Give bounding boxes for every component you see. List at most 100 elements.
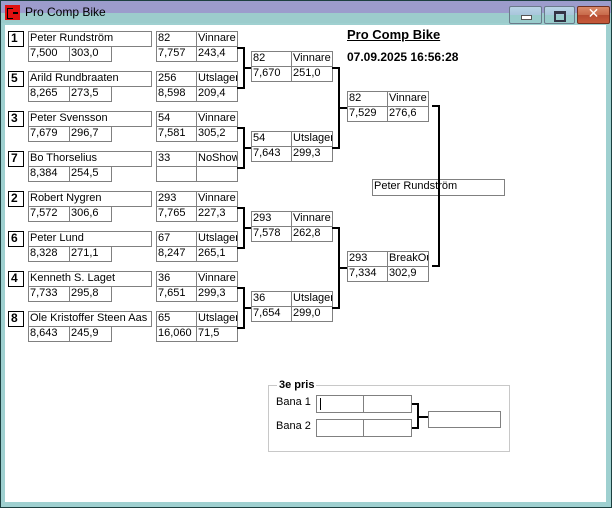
round2-label[interactable]: Vinnare xyxy=(291,211,333,227)
round3-number[interactable]: 293 xyxy=(347,251,388,267)
run-time[interactable]: 303,0 xyxy=(69,46,112,62)
result-reaction-time[interactable] xyxy=(156,166,197,182)
run-time[interactable]: 295,8 xyxy=(69,286,112,302)
result-label[interactable]: Vinnare xyxy=(196,191,238,207)
result-number[interactable]: 293 xyxy=(156,191,197,207)
result-number[interactable]: 256 xyxy=(156,71,197,87)
result-label[interactable]: Utslagen xyxy=(196,71,238,87)
result-label[interactable]: NoShow xyxy=(196,151,238,167)
minimize-button[interactable] xyxy=(509,6,542,24)
reaction-time[interactable]: 7,500 xyxy=(28,46,70,62)
seed-number: 5 xyxy=(8,71,24,87)
result-number[interactable]: 82 xyxy=(156,31,197,47)
reaction-time[interactable]: 7,679 xyxy=(28,126,70,142)
round3-reaction-time[interactable]: 7,334 xyxy=(347,266,388,282)
connector xyxy=(237,167,245,169)
rider-name[interactable]: Arild Rundbraaten xyxy=(28,71,152,87)
result-number[interactable]: 54 xyxy=(156,111,197,127)
round3-label[interactable]: BreakOut xyxy=(387,251,429,267)
round2-label[interactable]: Utslagen xyxy=(291,131,333,147)
rider-name[interactable]: Peter Rundström xyxy=(28,31,152,47)
round2-run-time[interactable]: 262,8 xyxy=(291,226,333,242)
result-run-time[interactable]: 305,2 xyxy=(196,126,238,142)
seed-number: 3 xyxy=(8,111,24,127)
rider-name[interactable]: Bo Thorselius xyxy=(28,151,152,167)
round2-number[interactable]: 54 xyxy=(251,131,292,147)
run-time[interactable]: 296,7 xyxy=(69,126,112,142)
third-place-result-field[interactable] xyxy=(428,411,501,428)
result-label[interactable]: Utslagen xyxy=(196,231,238,247)
rider-name[interactable]: Peter Lund xyxy=(28,231,152,247)
result-reaction-time[interactable]: 7,581 xyxy=(156,126,197,142)
round2-reaction-time[interactable]: 7,643 xyxy=(251,146,292,162)
result-label[interactable]: Utslagen xyxy=(196,311,238,327)
result-number[interactable]: 65 xyxy=(156,311,197,327)
maximize-button[interactable] xyxy=(544,6,575,24)
rider-name[interactable]: Peter Svensson xyxy=(28,111,152,127)
run-time[interactable]: 254,5 xyxy=(69,166,112,182)
app-icon[interactable] xyxy=(5,5,20,20)
result-run-time[interactable]: 265,1 xyxy=(196,246,238,262)
round3-number[interactable]: 82 xyxy=(347,91,388,107)
round2-label[interactable]: Vinnare xyxy=(291,51,333,67)
round3-run-time[interactable]: 276,6 xyxy=(387,106,429,122)
run-time[interactable]: 273,5 xyxy=(69,86,112,102)
result-reaction-time[interactable]: 8,247 xyxy=(156,246,197,262)
title-bar[interactable]: Pro Comp Bike ✕ xyxy=(1,1,611,24)
result-run-time[interactable]: 71,5 xyxy=(196,326,238,342)
close-icon: ✕ xyxy=(587,6,600,22)
run-time[interactable]: 271,1 xyxy=(69,246,112,262)
round2-label[interactable]: Utslagen xyxy=(291,291,333,307)
result-run-time[interactable]: 299,3 xyxy=(196,286,238,302)
result-label[interactable]: Vinnare xyxy=(196,31,238,47)
run-time[interactable]: 306,6 xyxy=(69,206,112,222)
reaction-time[interactable]: 8,643 xyxy=(28,326,70,342)
run-time[interactable]: 245,9 xyxy=(69,326,112,342)
round2-run-time[interactable]: 299,3 xyxy=(291,146,333,162)
date-time: 07.09.2025 16:56:28 xyxy=(347,50,459,64)
reaction-time[interactable]: 8,265 xyxy=(28,86,70,102)
result-reaction-time[interactable]: 7,765 xyxy=(156,206,197,222)
result-label[interactable]: Vinnare xyxy=(196,111,238,127)
result-reaction-time[interactable]: 7,757 xyxy=(156,46,197,62)
third-place-group xyxy=(268,385,510,452)
reaction-time[interactable]: 7,572 xyxy=(28,206,70,222)
reaction-time[interactable]: 7,733 xyxy=(28,286,70,302)
result-run-time[interactable]: 209,4 xyxy=(196,86,238,102)
round2-number[interactable]: 36 xyxy=(251,291,292,307)
lane2-field-a[interactable] xyxy=(316,419,364,437)
result-run-time[interactable]: 243,4 xyxy=(196,46,238,62)
reaction-time[interactable]: 8,384 xyxy=(28,166,70,182)
connector xyxy=(432,105,440,107)
round3-run-time[interactable]: 302,9 xyxy=(387,266,429,282)
lane1-field-b[interactable] xyxy=(363,395,412,413)
close-button[interactable]: ✕ xyxy=(577,6,610,24)
rider-name[interactable]: Ole Kristoffer Steen Aas xyxy=(28,311,152,327)
seed-number: 7 xyxy=(8,151,24,167)
result-number[interactable]: 36 xyxy=(156,271,197,287)
round3-label[interactable]: Vinnare xyxy=(387,91,429,107)
result-reaction-time[interactable]: 16,060 xyxy=(156,326,197,342)
round2-reaction-time[interactable]: 7,670 xyxy=(251,66,292,82)
connector xyxy=(237,87,245,89)
result-number[interactable]: 33 xyxy=(156,151,197,167)
rider-name[interactable]: Robert Nygren xyxy=(28,191,152,207)
round2-run-time[interactable]: 251,0 xyxy=(291,66,333,82)
round2-reaction-time[interactable]: 7,578 xyxy=(251,226,292,242)
result-reaction-time[interactable]: 7,651 xyxy=(156,286,197,302)
lane2-field-b[interactable] xyxy=(363,419,412,437)
result-reaction-time[interactable]: 8,598 xyxy=(156,86,197,102)
rider-name[interactable]: Kenneth S. Laget xyxy=(28,271,152,287)
round2-number[interactable]: 82 xyxy=(251,51,292,67)
lane1-field-a[interactable] xyxy=(316,395,364,413)
result-run-time[interactable] xyxy=(196,166,238,182)
result-number[interactable]: 67 xyxy=(156,231,197,247)
round2-run-time[interactable]: 299,0 xyxy=(291,306,333,322)
round2-number[interactable]: 293 xyxy=(251,211,292,227)
result-label[interactable]: Vinnare xyxy=(196,271,238,287)
reaction-time[interactable]: 8,328 xyxy=(28,246,70,262)
connector xyxy=(237,207,245,209)
result-run-time[interactable]: 227,3 xyxy=(196,206,238,222)
round3-reaction-time[interactable]: 7,529 xyxy=(347,106,388,122)
round2-reaction-time[interactable]: 7,654 xyxy=(251,306,292,322)
